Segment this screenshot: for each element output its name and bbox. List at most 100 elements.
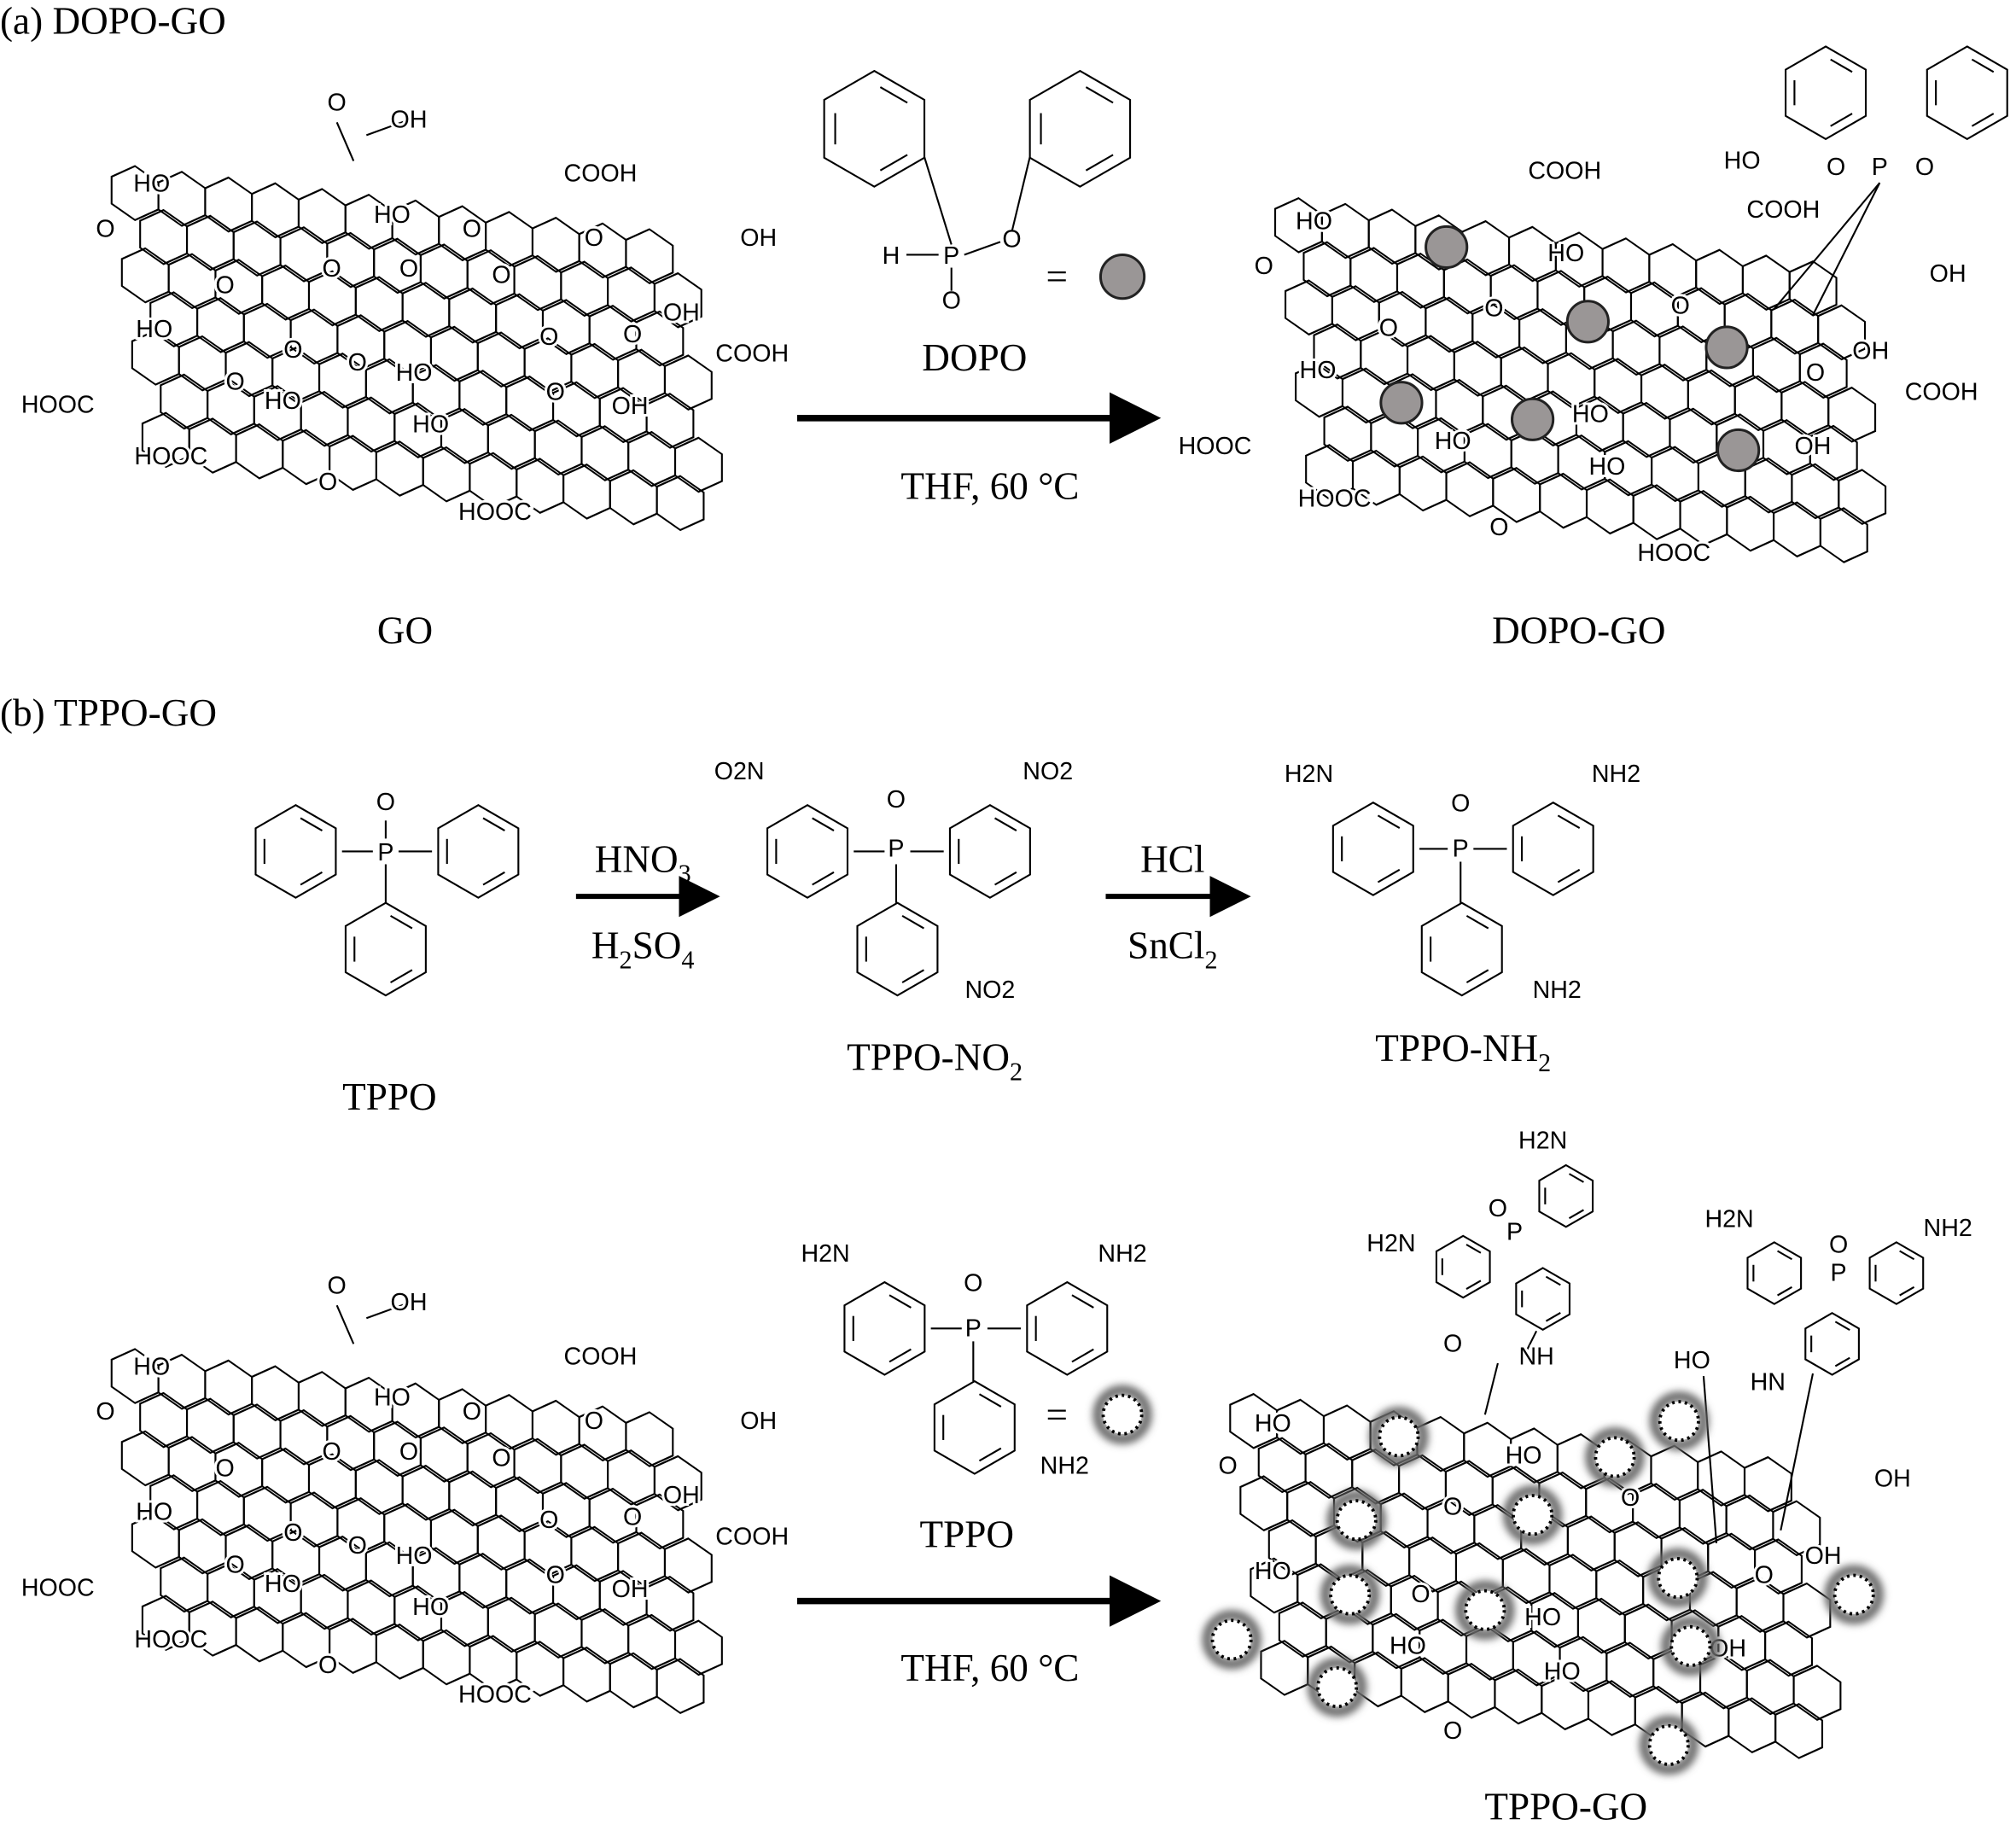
functional-group-label: OH — [1930, 260, 1966, 288]
dopo-go-ring-left — [1785, 45, 1867, 141]
conditions-a: THF, 60 °C — [900, 465, 1079, 508]
functional-group-label: COOH — [715, 340, 789, 367]
functional-group-label: O — [1806, 359, 1825, 387]
functional-group-label: O — [323, 1438, 341, 1466]
go-sheet-top — [110, 165, 723, 532]
functional-group-label: HO — [374, 1385, 411, 1412]
functional-group-label: NH2 — [1098, 1240, 1146, 1268]
functional-group-label: H2N — [1366, 1230, 1415, 1257]
dopo-marker — [1510, 397, 1555, 441]
functional-group-label: O — [492, 262, 510, 289]
tppo-amine-label: TPPO — [920, 1513, 1015, 1555]
functional-group-label: OH — [1874, 1466, 1911, 1493]
tppo-nh2-label: TPPO-NH2 — [1375, 1027, 1551, 1077]
functional-group-label: P — [965, 1315, 982, 1342]
go-label: GO — [377, 609, 433, 651]
functional-group-label: O — [1218, 1452, 1237, 1479]
bond — [924, 156, 953, 245]
dopo-go-ring-right — [1926, 45, 2008, 141]
functional-group-label: H2N — [1518, 1127, 1567, 1154]
functional-group-label: HO — [1547, 240, 1584, 267]
tppo-marker — [1639, 1715, 1698, 1775]
functional-group-label: O2N — [714, 758, 765, 785]
functional-group-label: O — [1443, 1330, 1462, 1357]
functional-group-label: H2N — [1704, 1205, 1753, 1233]
functional-group-label: OH — [663, 299, 700, 326]
functional-group-label: O — [283, 1519, 302, 1547]
tppo-marker — [1320, 1565, 1380, 1624]
functional-group-label: HO — [265, 1571, 301, 1598]
tppo-go-ring — [1435, 1234, 1491, 1299]
functional-group-label: OH — [1795, 433, 1832, 460]
tppo-label: TPPO — [342, 1076, 437, 1118]
functional-group-label: NO2 — [1023, 758, 1073, 785]
functional-group-label: O — [1255, 253, 1273, 280]
bond — [1812, 182, 1881, 316]
functional-group-label: O — [964, 1270, 982, 1297]
bond — [1011, 156, 1031, 232]
bond — [365, 119, 410, 137]
functional-group-label: O — [492, 1444, 510, 1472]
reagent-hcl: HCl — [1140, 838, 1204, 881]
functional-group-label: OH — [612, 393, 649, 420]
dopo-p: P — [943, 242, 959, 270]
functional-group-label: O — [215, 272, 234, 300]
functional-group-label: OH — [740, 1408, 777, 1435]
reagent-sncl2: SnCl2 — [1127, 924, 1217, 974]
functional-group-label: H2N — [801, 1240, 849, 1268]
functional-group-label: O — [96, 215, 114, 242]
functional-group-label: P — [1831, 1260, 1847, 1287]
tppo-nh2-ring-right — [1512, 801, 1594, 896]
functional-group-label: O — [328, 1273, 347, 1300]
dopo-h: H — [883, 242, 900, 270]
bond — [365, 1302, 410, 1320]
functional-group-label: O — [1827, 154, 1845, 181]
functional-group-label: OH — [740, 224, 777, 252]
functional-group-label: HO — [1255, 1558, 1291, 1585]
tppo-no2-ring-bottom — [856, 901, 939, 997]
functional-group-label: HO — [1524, 1604, 1561, 1631]
panel-a-title: (a) DOPO-GO — [0, 0, 226, 42]
panel-b-title: (b) TPPO-GO — [0, 691, 217, 734]
functional-group-label: HOOC — [458, 1682, 532, 1709]
functional-group-label: OH — [612, 1576, 649, 1603]
functional-group-label: NH — [1518, 1343, 1553, 1370]
functional-group-label: O — [1484, 295, 1503, 323]
functional-group-label: O — [328, 90, 347, 117]
tppo-o: O — [376, 789, 395, 816]
functional-group-label: HO — [133, 171, 170, 198]
functional-group-label: O — [1379, 314, 1398, 341]
functional-group-label: NH2 — [1533, 977, 1582, 1004]
tppo-marker — [1649, 1391, 1709, 1451]
dopo-o-ring: O — [1002, 225, 1021, 253]
bond — [1780, 1373, 1815, 1531]
conditions-b: THF, 60 °C — [900, 1647, 1079, 1689]
bond — [1483, 1362, 1499, 1415]
functional-group-label: O — [96, 1398, 114, 1426]
functional-group-label: O — [585, 224, 603, 252]
functional-group-label: O — [585, 1408, 603, 1435]
tppo-marker-legend — [1092, 1385, 1152, 1444]
functional-group-label: HOOC — [1179, 433, 1252, 460]
functional-group-label: O — [623, 1504, 642, 1531]
go-sheet-bottom — [110, 1348, 723, 1715]
tppo-amine-ring-right — [1026, 1280, 1109, 1376]
functional-group-label: HOOC — [21, 1575, 95, 1602]
functional-group-label: O — [399, 255, 418, 283]
bond — [1523, 1330, 1538, 1357]
tppo-go-ring — [1804, 1312, 1860, 1376]
tppo-p: P — [377, 839, 393, 866]
functional-group-label: HO — [412, 1594, 449, 1621]
functional-group-label: P — [888, 835, 904, 862]
functional-group-label: O — [1489, 514, 1508, 541]
functional-group-label: P — [1453, 835, 1469, 862]
functional-group-label: NH2 — [1040, 1452, 1089, 1479]
dopo-go-label: DOPO-GO — [1492, 609, 1665, 651]
functional-group-label: HO — [1255, 1410, 1291, 1437]
functional-group-label: COOH — [1528, 158, 1601, 185]
structure-drawings — [110, 45, 2008, 1759]
dopo-marker — [1716, 428, 1761, 473]
functional-group-label: OH — [663, 1482, 700, 1509]
markers — [1092, 224, 1884, 1775]
